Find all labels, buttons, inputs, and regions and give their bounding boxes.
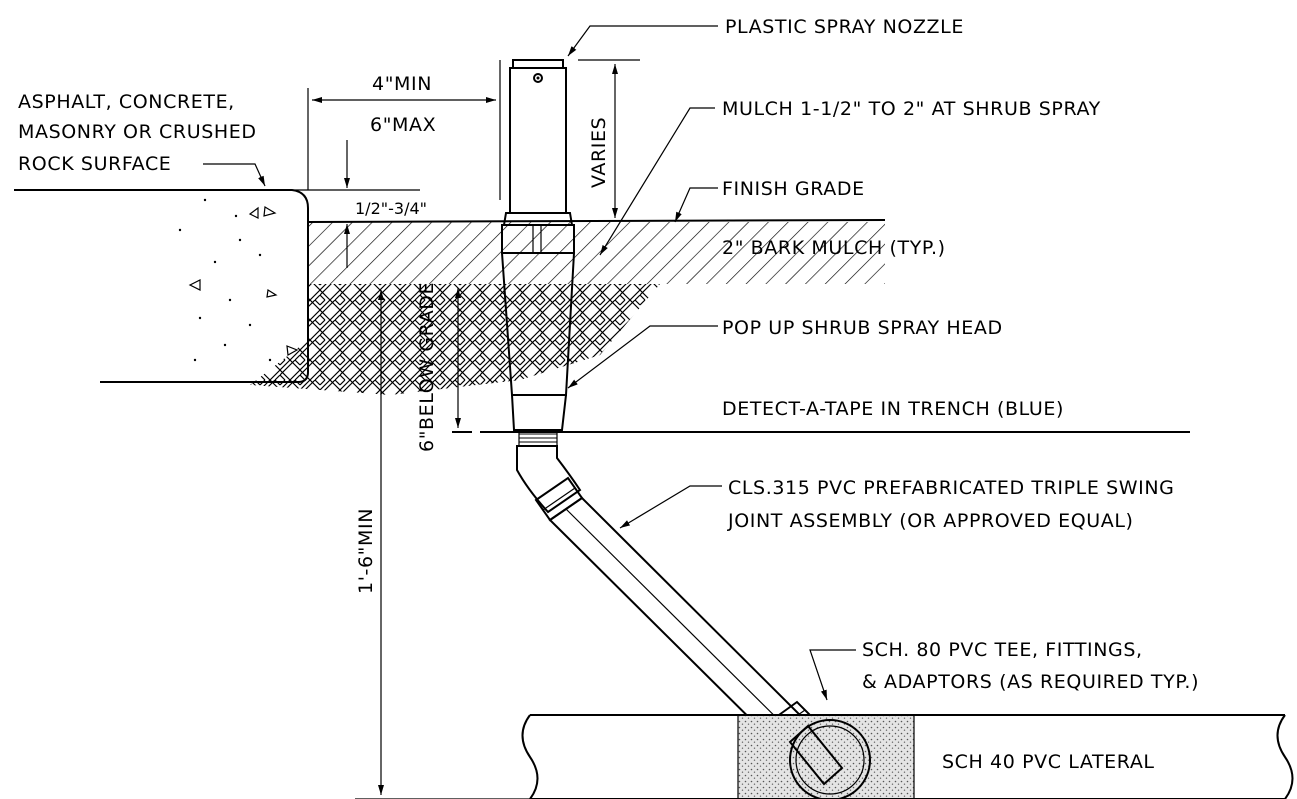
label-tee-2: & ADAPTORS (AS REQUIRED TYP.): [862, 671, 1199, 693]
aggregate-dots: [178, 198, 272, 362]
soil-subgrade: [250, 284, 660, 395]
aggregate-marks: [188, 206, 299, 356]
spray-head: [500, 59, 576, 447]
bark-mulch-layer: [308, 222, 885, 284]
label-lateral: SCH 40 PVC LATERAL: [942, 751, 1155, 773]
label-swing-joint-1: CLS.315 PVC PREFABRICATED TRIPLE SWING: [728, 477, 1174, 499]
label-swing-joint-2: JOINT ASSEMBLY (OR APPROVED EQUAL): [727, 510, 1134, 532]
label-nozzle: PLASTIC SPRAY NOZZLE: [725, 16, 964, 38]
label-detect-tape: DETECT-A-TAPE IN TRENCH (BLUE): [722, 398, 1064, 420]
paved-surface: [14, 189, 309, 383]
dim-head-above: 1/2"-3/4": [355, 199, 427, 218]
label-mulch-spec: MULCH 1-1/2" TO 2" AT SHRUB SPRAY: [722, 98, 1101, 120]
finish-grade-line: [307, 219, 886, 223]
dim-depth-min: 1'-6"MIN: [355, 508, 377, 594]
dim-offset-max: 6"MAX: [370, 114, 436, 136]
pvc-lateral: [521, 714, 1294, 799]
label-surface-3: ROCK SURFACE: [18, 153, 171, 175]
label-surface-1: ASPHALT, CONCRETE,: [18, 91, 235, 113]
dim-offset-min: 4"MIN: [372, 73, 432, 95]
label-tee-1: SCH. 80 PVC TEE, FITTINGS,: [862, 639, 1143, 661]
leaders: [203, 25, 856, 701]
dim-varies: VARIES: [588, 117, 610, 188]
dim-below-grade: 6"BELOW GRADE: [416, 282, 438, 452]
label-bark-mulch: 2" BARK MULCH (TYP.): [722, 237, 946, 259]
label-spray-head: POP UP SHRUB SPRAY HEAD: [722, 317, 1003, 339]
label-surface-2: MASONRY OR CRUSHED: [18, 121, 257, 143]
label-finish-grade: FINISH GRADE: [722, 178, 865, 200]
